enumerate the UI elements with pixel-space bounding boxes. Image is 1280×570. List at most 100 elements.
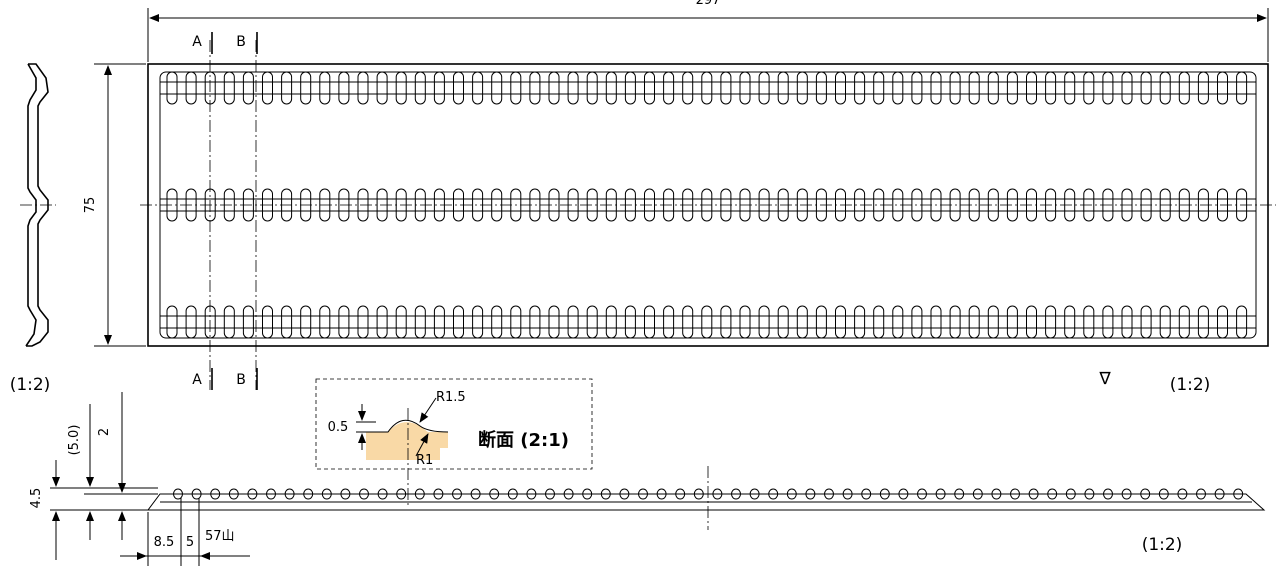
- dim-2: 2: [97, 428, 112, 436]
- ridge-2: [242, 305, 254, 339]
- ridge-0: [1159, 71, 1171, 105]
- ridge-0: [166, 71, 178, 105]
- ridge-2: [338, 305, 350, 339]
- section-b-bottom: B: [236, 372, 246, 388]
- ridge-2: [548, 305, 560, 339]
- ridge-2: [586, 305, 598, 339]
- ridge-0: [815, 71, 827, 105]
- ridge-2: [1083, 305, 1095, 339]
- side-ridge: [396, 488, 407, 500]
- ridge-0: [605, 71, 617, 105]
- ridge-2: [567, 305, 579, 339]
- ridge-0: [968, 71, 980, 105]
- ridge-2: [815, 305, 827, 339]
- side-ridge: [1047, 488, 1058, 500]
- side-ridge: [359, 488, 369, 500]
- side-ridge: [675, 488, 686, 500]
- ridge-2: [1178, 305, 1190, 339]
- side-ridge: [1233, 488, 1244, 500]
- ridge-0: [1121, 71, 1133, 105]
- ridge-0: [281, 71, 293, 105]
- side-ridge: [173, 488, 183, 500]
- ridge-2: [1102, 305, 1114, 339]
- ridge-2: [1121, 305, 1133, 339]
- ridge-0: [720, 71, 732, 105]
- ridge-2: [624, 305, 636, 339]
- side-ridge: [898, 488, 909, 500]
- ridge-2: [835, 305, 846, 339]
- ridge-0: [357, 71, 369, 105]
- side-ridge: [768, 488, 779, 500]
- side-ridge: [284, 488, 295, 500]
- ridge-0: [453, 71, 464, 105]
- side-ridge: [210, 488, 221, 500]
- width-value: 297: [696, 0, 721, 8]
- ridge-2: [605, 305, 617, 339]
- ridge-count: 57山: [205, 529, 235, 544]
- ridge-2: [854, 305, 866, 339]
- side-ridge: [563, 488, 574, 500]
- detail-dim-0-5: 0.5: [328, 420, 349, 435]
- end-profile-view: (1:2): [10, 63, 56, 395]
- side-ridge: [935, 488, 946, 500]
- side-ridge: [917, 488, 927, 500]
- dim-5: 5: [186, 535, 194, 550]
- ridge-2: [968, 305, 980, 339]
- side-ridge: [656, 488, 667, 500]
- side-ridge: [638, 488, 648, 500]
- side-ridge: [1010, 488, 1020, 500]
- overall-height-dimension: 75: [83, 63, 146, 347]
- ridge-2: [987, 305, 999, 339]
- side-ridge: [489, 488, 500, 500]
- ridge-0: [1217, 71, 1228, 105]
- ridge-2: [1236, 305, 1248, 339]
- side-ridge: [1084, 488, 1095, 500]
- side-ridge: [861, 488, 872, 500]
- side-ridge: [377, 488, 388, 500]
- side-ridge: [1103, 488, 1113, 500]
- side-ridge: [954, 488, 965, 500]
- section-b-top: B: [236, 34, 246, 50]
- ridge-2: [1159, 305, 1171, 339]
- scale-bottom: (1:2): [1142, 535, 1183, 555]
- ridge-2: [873, 305, 885, 339]
- side-view-dimensions: 4.5 (5.0) 2 8.5 5 57山: [29, 392, 250, 566]
- ridge-0: [319, 71, 331, 105]
- side-ridge: [1065, 488, 1076, 500]
- ridge-0: [624, 71, 636, 105]
- ridge-2: [319, 305, 331, 339]
- ridge-2: [796, 305, 808, 339]
- ridge-2: [911, 305, 923, 339]
- ridge-0: [701, 71, 713, 105]
- ridge-0: [185, 71, 197, 105]
- ridge-2: [644, 305, 655, 339]
- ridge-0: [414, 71, 426, 105]
- dim-4-5: 4.5: [29, 488, 44, 509]
- ridge-2: [720, 305, 732, 339]
- ridge-2: [1197, 305, 1209, 339]
- side-ridge: [452, 488, 462, 500]
- side-ridge: [972, 488, 983, 500]
- side-ridge: [414, 488, 425, 500]
- side-ridge: [228, 488, 239, 500]
- side-ridge: [191, 488, 202, 500]
- dim-8-5: 8.5: [154, 535, 175, 550]
- ridge-2: [758, 305, 770, 339]
- ridge-0: [644, 71, 655, 105]
- side-ridge: [600, 488, 611, 500]
- side-ridge: [1158, 488, 1169, 500]
- side-ridge: [340, 488, 351, 500]
- section-detail: 0.5 R1.5 R1 断面 (2:1): [315, 378, 593, 506]
- ridge-0: [1083, 71, 1095, 105]
- ridge-2: [949, 305, 961, 339]
- ridge-0: [758, 71, 770, 105]
- ridge-0: [949, 71, 961, 105]
- height-value: 75: [83, 197, 98, 214]
- ridge-0: [262, 71, 273, 105]
- ridge-0: [338, 71, 350, 105]
- side-ridge: [824, 488, 834, 500]
- ridge-0: [567, 71, 579, 105]
- ridge-0: [873, 71, 885, 105]
- ridge-2: [453, 305, 464, 339]
